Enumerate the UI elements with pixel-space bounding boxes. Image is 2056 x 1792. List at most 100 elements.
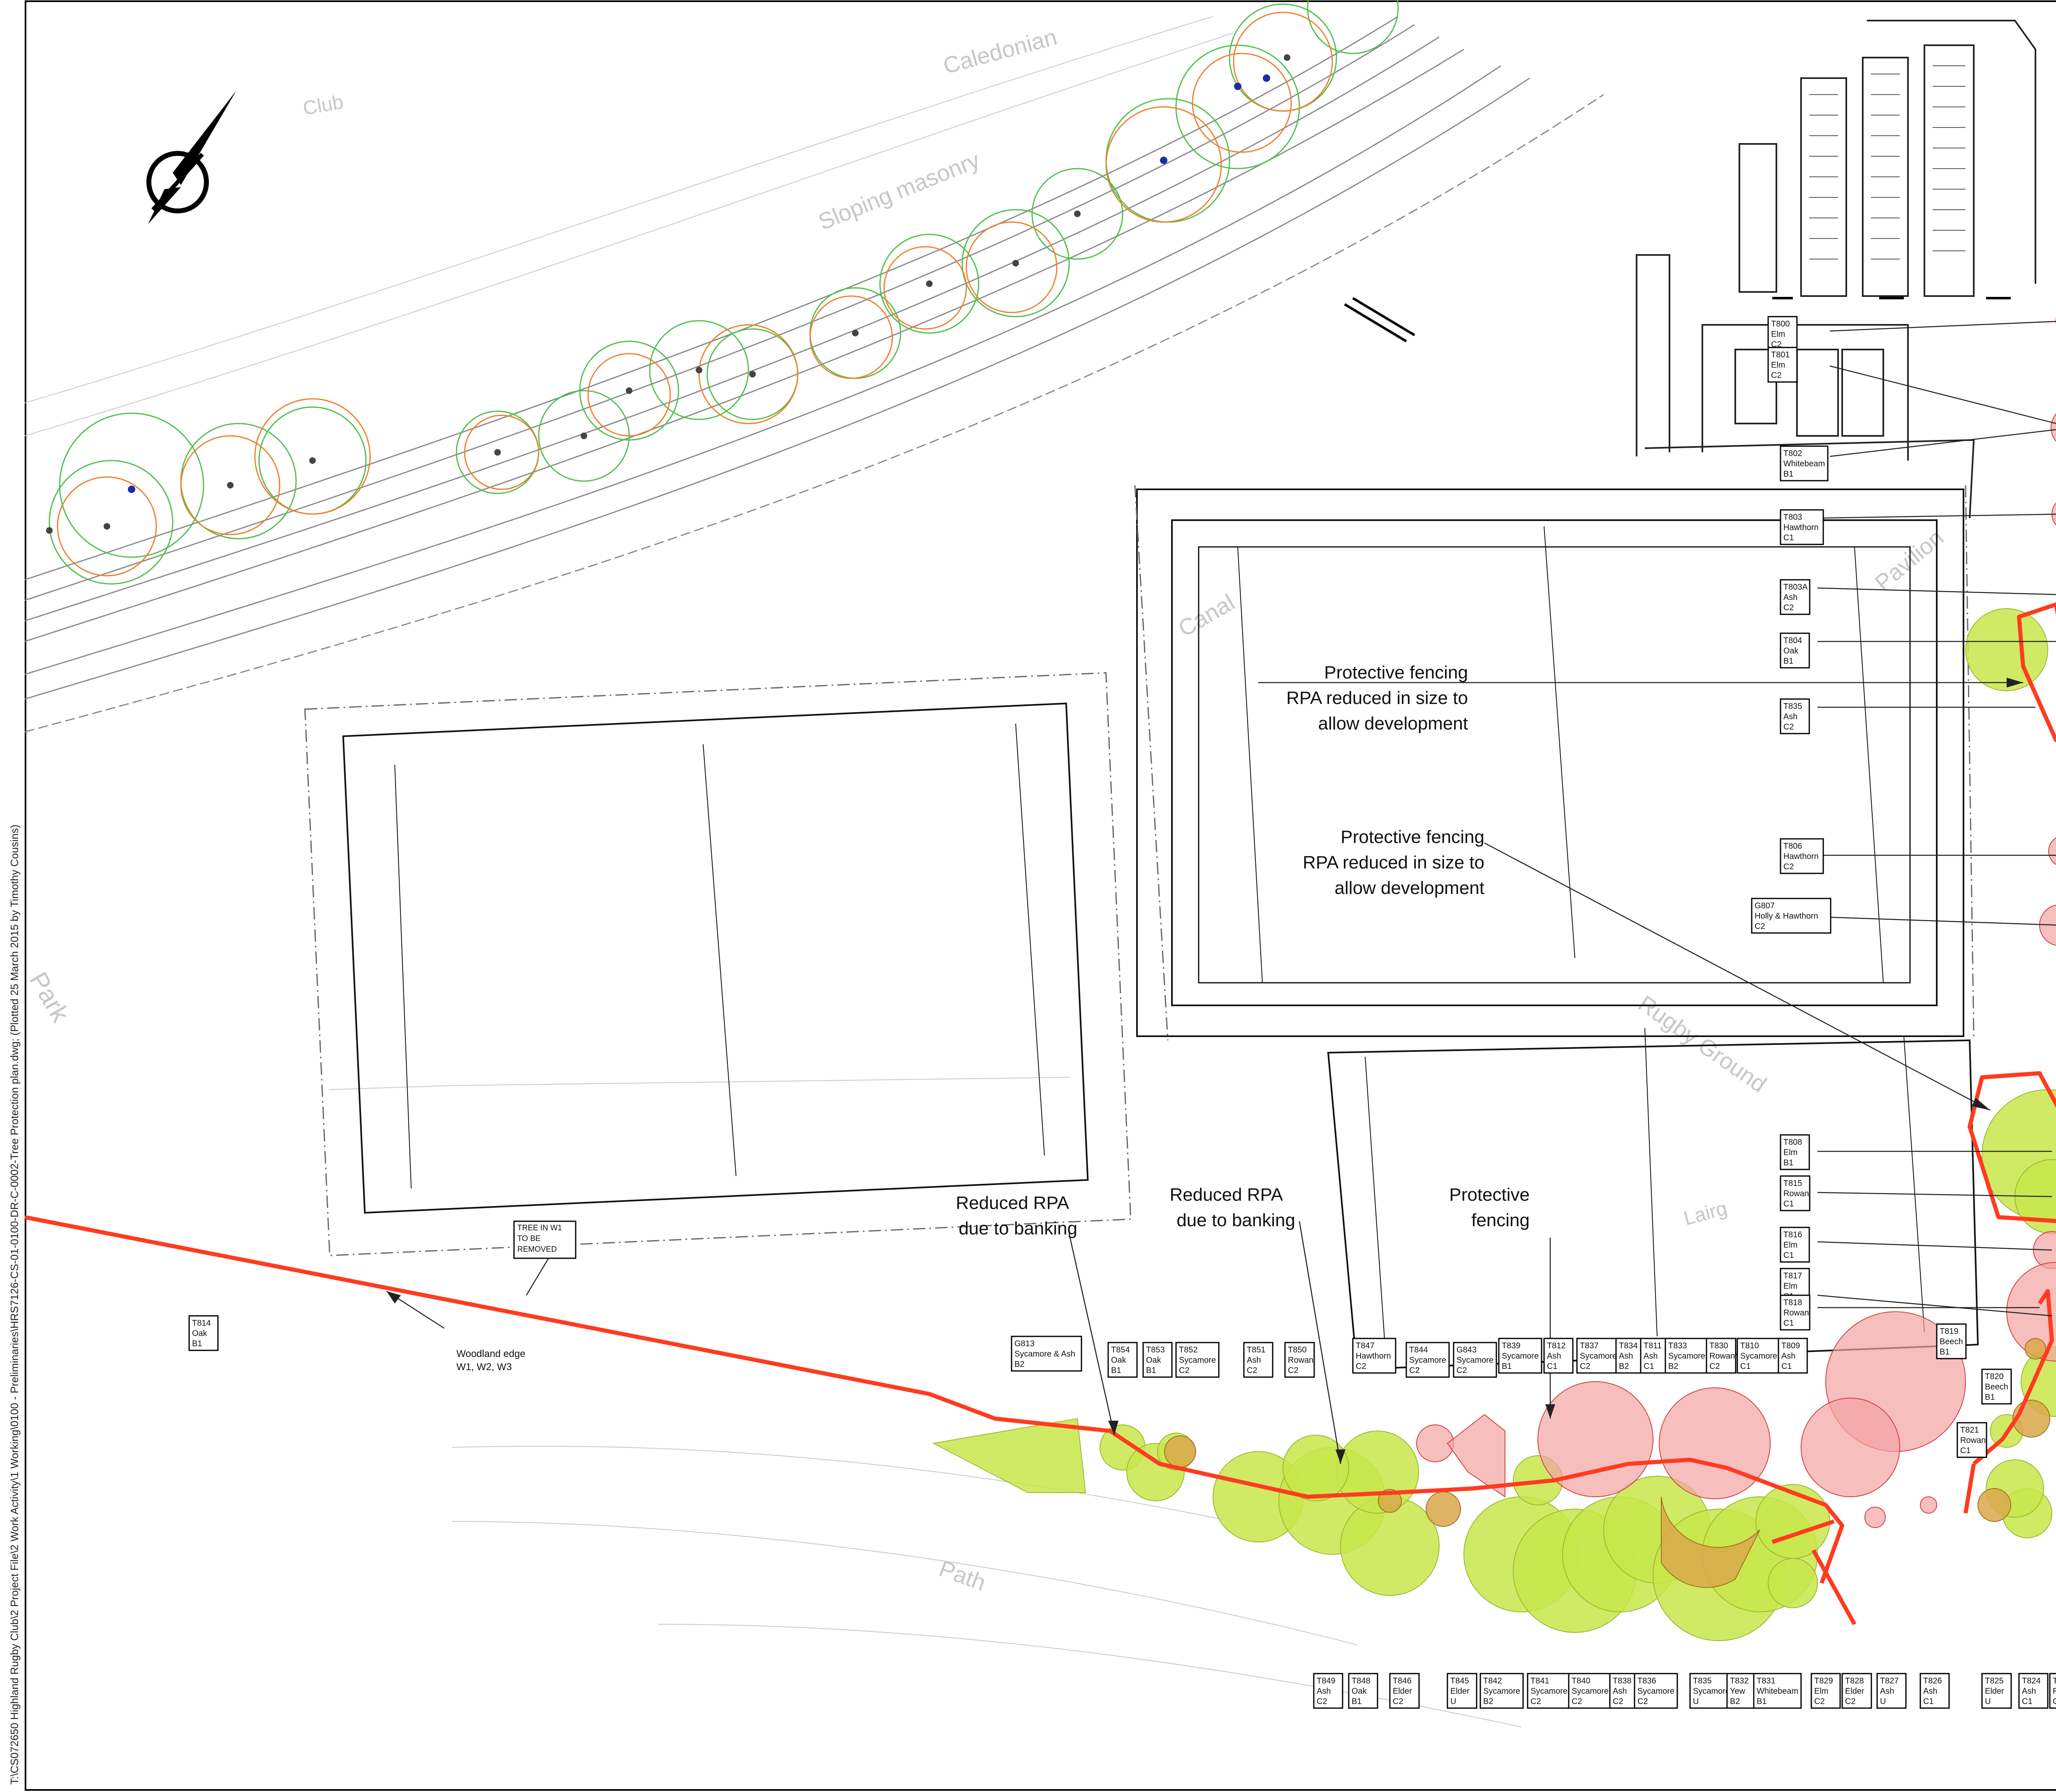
parking-bays (1809, 65, 1966, 259)
tree-tag-species: Sycamore (1740, 1352, 1777, 1361)
tree-tag-species: Rowan (1960, 1436, 1986, 1445)
tree-tag-species: Oak (1111, 1356, 1127, 1365)
tree-tag-species: Ash (1880, 1687, 1894, 1696)
tree-tag-category: C2 (1288, 1366, 1299, 1375)
tree-tag-species: Beech (1940, 1337, 1963, 1346)
tree-tag-species: Sycamore (1572, 1687, 1609, 1696)
street-label-canal: Canal (1174, 589, 1239, 642)
tree-tag-box (1778, 1338, 1808, 1374)
tree-tag-box (1780, 1294, 1811, 1331)
tree-tag-category: B1 (1111, 1366, 1121, 1375)
tree-tag-species: Ash (1783, 712, 1797, 721)
tree-tag-category: B1 (1352, 1697, 1361, 1706)
tree-tag-species: Ash (1317, 1687, 1331, 1696)
tree-tag-species: Beech (1985, 1382, 2008, 1391)
tree-tag-id: T820 (1985, 1372, 2004, 1381)
annotation-banking-2-line1: Reduced RPA (1169, 1185, 1283, 1205)
tree-tag-category: C2 (1317, 1697, 1327, 1706)
tree-tag-species: Elm (1771, 330, 1785, 339)
tree-tag-species: Rowan (1783, 1308, 1809, 1317)
tree-tag-id: T810 (1740, 1341, 1759, 1350)
tree-tag-box (1352, 1338, 1396, 1374)
tree-tag-box (1568, 1673, 1612, 1709)
tree-tags: T800ElmC2T801ElmC2T802WhitebeamB1T803Haw… (188, 316, 2056, 1709)
tree-tag-species: Ash (1923, 1687, 1937, 1696)
tree-tag-category: U (1985, 1697, 1991, 1706)
tree-tag-species: Elder (1845, 1687, 1864, 1696)
woodland-edge-line1: Woodland edge (456, 1348, 526, 1359)
annotation-fencing-2-line1: Protective fencing (1341, 827, 1484, 847)
street-label-path: Path (936, 1555, 989, 1596)
tree-tag-category: C1 (1740, 1362, 1751, 1371)
tree-tag-id: T802 (1783, 449, 1802, 458)
tree-tag-box (1780, 698, 1810, 734)
tree-tag-species: Hawthorn (1783, 852, 1819, 861)
tree-tag-id: T823 (2053, 1676, 2056, 1685)
north-arrow-icon (146, 90, 236, 224)
annotation-fencing-2-line3: allow development (1335, 878, 1484, 898)
annotation-fencing-1-line2: RPA reduced in size to (1286, 688, 1468, 708)
tree-in-w1-line2: TO BE (517, 1234, 541, 1243)
tree-tag-box (1689, 1673, 1734, 1709)
railway-tree-trunks (46, 54, 1290, 534)
tree-tag-id: T838 (1613, 1676, 1632, 1685)
tree-tag-category: B1 (1146, 1366, 1156, 1375)
annotation-tree-in-w1: TREE IN W1 TO BE REMOVED (513, 1220, 577, 1259)
tree-tag-category: B1 (1757, 1697, 1767, 1706)
tree-tag-box (1876, 1673, 1907, 1709)
tree-tag-category: C1 (1781, 1362, 1792, 1371)
tree-tag-id: T803 (1783, 513, 1802, 522)
street-label-park: Park (24, 968, 75, 1028)
tree-tag-box (1313, 1673, 1343, 1709)
tree-tag-species: Hawthorn (1783, 523, 1819, 532)
tree-tag-box (2018, 1673, 2049, 1709)
tree-tag-category: B1 (1783, 1158, 1793, 1167)
tree-tag-id: T825 (1985, 1676, 2004, 1685)
tree-tag-category: C2 (1814, 1697, 1825, 1706)
annotation-woodland-edge: Woodland edge W1, W2, W3 (456, 1348, 526, 1373)
railway-tree-circles (49, 0, 1399, 585)
tree-tag-box (1753, 1673, 1802, 1709)
tree-tag-box (1736, 1338, 1781, 1374)
pitch-boundaries (304, 485, 1975, 1256)
tree-in-w1-line3: REMOVED (517, 1245, 557, 1254)
tree-tag-box (1640, 1338, 1670, 1374)
tree-tag-species: Sycamore (1483, 1687, 1520, 1696)
tree-tag-species: Elder (1393, 1687, 1412, 1696)
tree-tag-id: T836 (1637, 1676, 1656, 1685)
tree-tag-species: Hawthorn (1356, 1352, 1391, 1361)
tree-tag-id: T835 (1693, 1676, 1712, 1685)
annotation-fencing-3-line2: fencing (1471, 1210, 1530, 1230)
tree-tag-box (1576, 1338, 1621, 1374)
tree-tag-category: C2 (1179, 1366, 1190, 1375)
tree-tag-box (1634, 1673, 1678, 1709)
tree-tag-category: B2 (1483, 1697, 1493, 1706)
tree-tag-species: Ash (2022, 1687, 2036, 1696)
tree-tag-box (1841, 1673, 1872, 1709)
tree-tag-box (1956, 1422, 1987, 1458)
tree-tag-box (1453, 1342, 1497, 1378)
tree-tag-box (1175, 1342, 1220, 1378)
tree-tag-id: T830 (1709, 1341, 1728, 1350)
tree-tag-category: C2 (1613, 1697, 1623, 1706)
tree-tag-category: C2 (1709, 1362, 1720, 1371)
tree-tag-category: C2 (1783, 603, 1794, 612)
tree-tag-category: C2 (1247, 1366, 1257, 1375)
tree-tag-species: Ash (1613, 1687, 1627, 1696)
